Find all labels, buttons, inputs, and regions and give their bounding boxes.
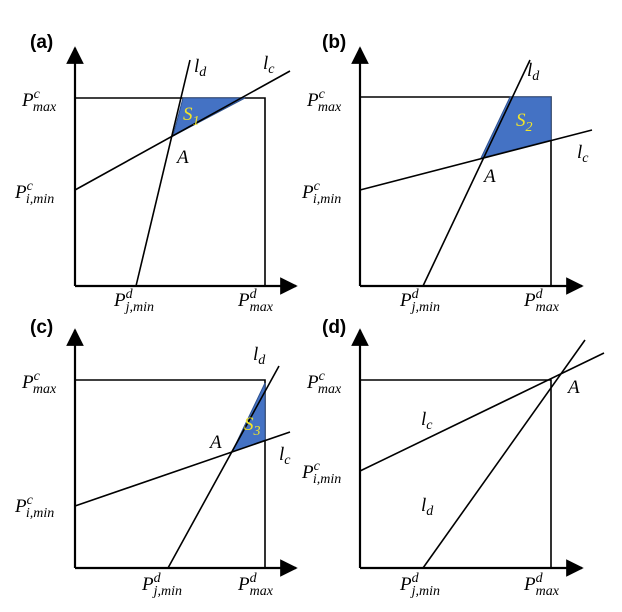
constraint-box — [360, 379, 552, 568]
label-ld: ld — [253, 344, 266, 368]
constraint-box — [75, 379, 266, 568]
region-label: S3 — [244, 414, 261, 439]
line-ld — [167, 365, 280, 569]
label-lc: lc — [279, 444, 291, 468]
panel-label: (d) — [322, 317, 346, 338]
panel-label: (a) — [30, 32, 53, 53]
point-a: A — [566, 377, 580, 398]
line-ld — [422, 339, 586, 569]
region-label: S1 — [183, 104, 200, 129]
label-lc: lc — [263, 53, 275, 77]
line-lc — [359, 352, 605, 472]
label-ld: ld — [527, 60, 540, 84]
line-lc — [74, 70, 291, 191]
line-ld — [135, 59, 191, 287]
label-ld: ld — [421, 495, 434, 519]
label-lc: lc — [577, 142, 589, 166]
region-label: S2 — [516, 110, 533, 135]
constraint-box — [75, 97, 266, 286]
panel-label: (b) — [322, 32, 346, 53]
line-ld — [422, 59, 531, 287]
point-a: A — [482, 166, 496, 187]
point-a: A — [175, 147, 189, 168]
line-lc — [359, 129, 593, 191]
label-ld: ld — [194, 56, 207, 80]
point-a: A — [208, 432, 222, 453]
panel-label: (c) — [30, 317, 53, 338]
label-lc: lc — [421, 409, 433, 433]
line-lc — [74, 431, 291, 507]
